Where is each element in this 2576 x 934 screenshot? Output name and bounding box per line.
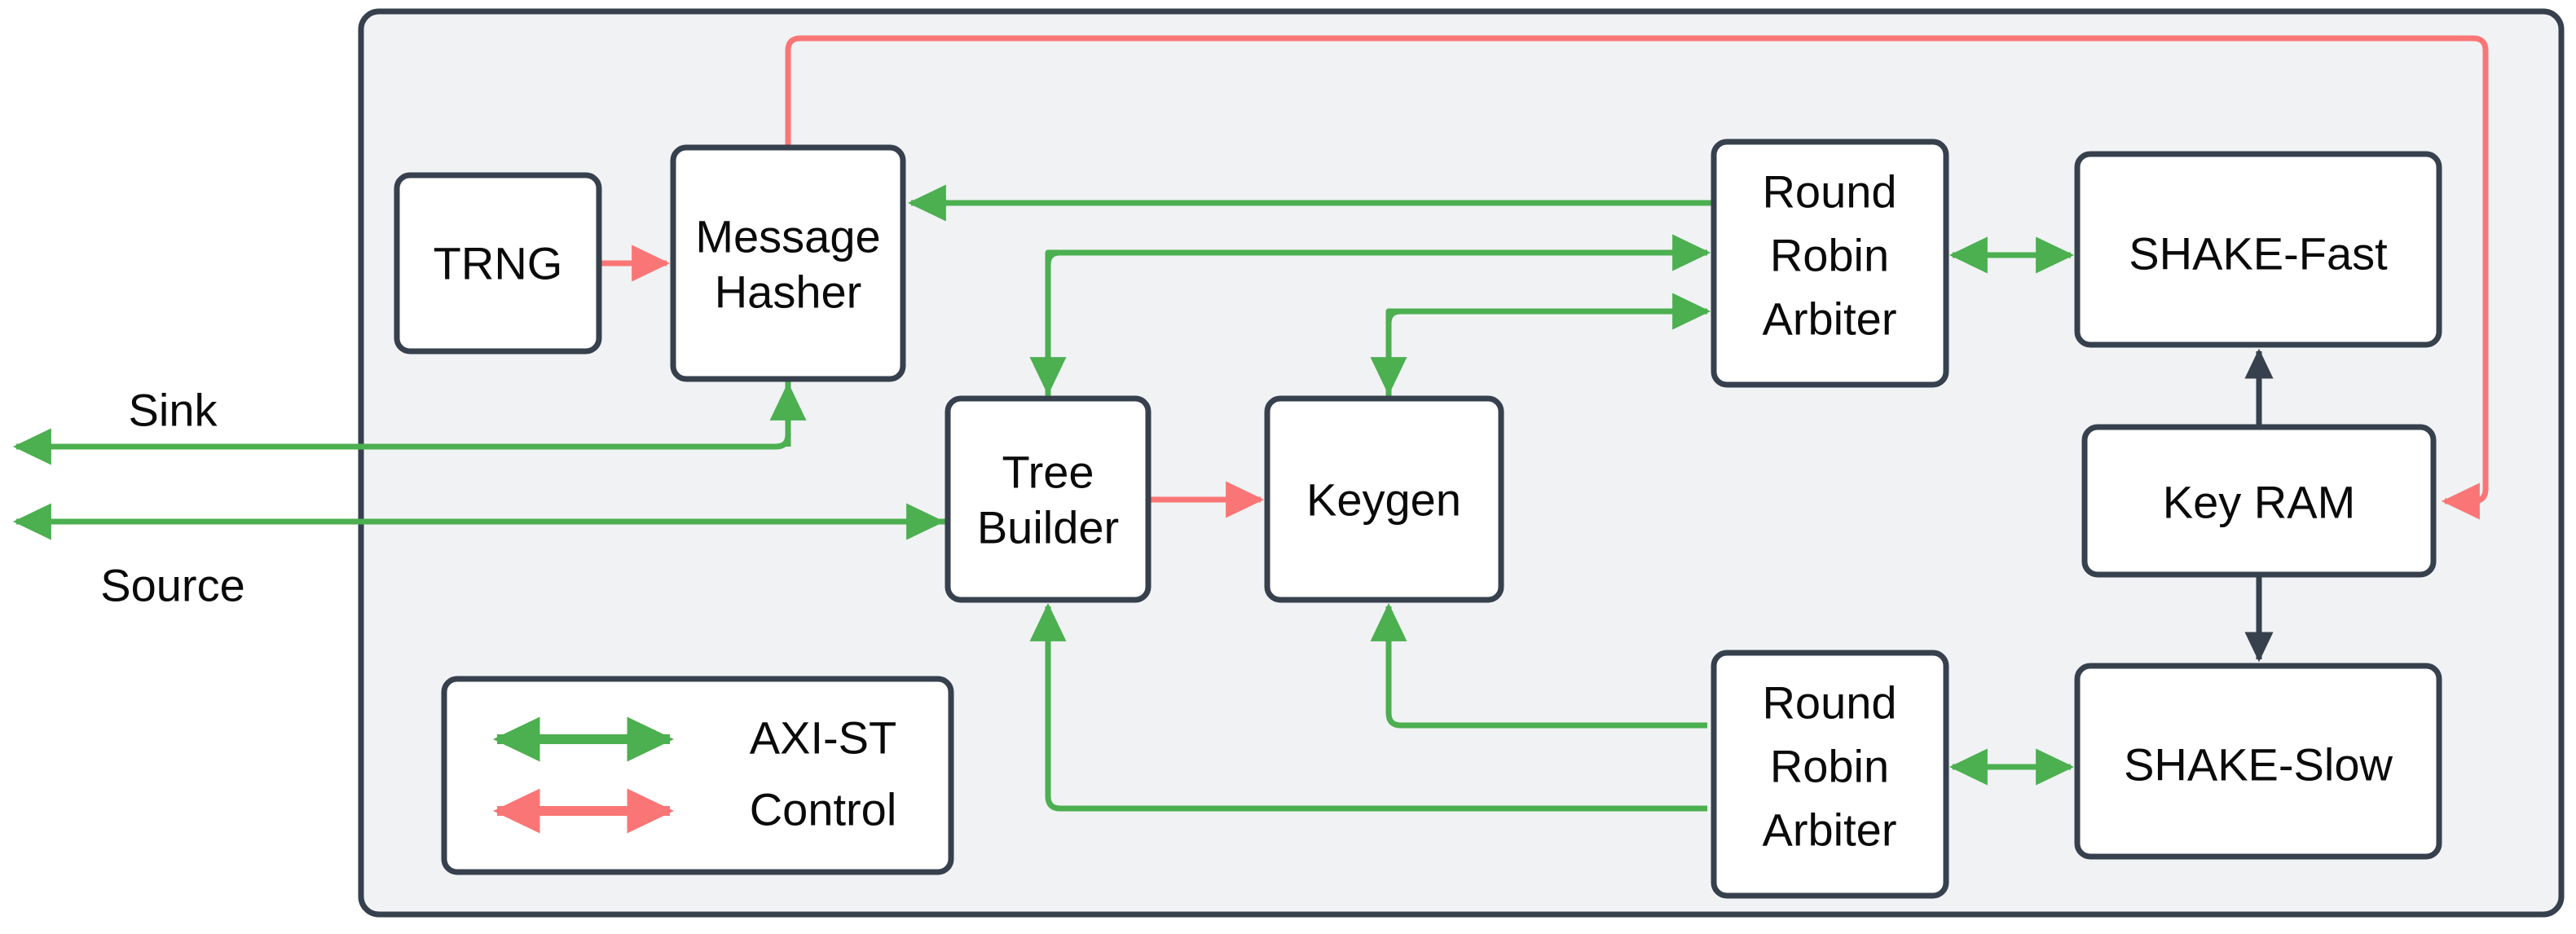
node-arbiter-top-label-line3: Arbiter <box>1763 293 1897 345</box>
node-arbiter-top[interactable]: Round Robin Arbiter <box>1711 139 1949 388</box>
edge-arbiter-bottom-to-keygen <box>1370 602 1707 729</box>
node-trng-label: TRNG <box>434 238 563 289</box>
node-tree-builder-label-line2: Builder <box>977 502 1119 553</box>
node-tree-builder[interactable]: Tree Builder <box>945 395 1151 603</box>
node-key-ram[interactable]: Key RAM <box>2081 424 2437 578</box>
node-keygen-label: Keygen <box>1306 474 1461 526</box>
edge-arbiter-bottom-to-tree-builder <box>1029 602 1707 812</box>
node-shake-fast-label: SHAKE-Fast <box>2129 228 2388 280</box>
node-tree-builder-label-line1: Tree <box>1002 447 1094 498</box>
legend-label-control: Control <box>750 784 897 835</box>
node-keygen[interactable]: Keygen <box>1264 395 1504 603</box>
node-shake-fast[interactable]: SHAKE-Fast <box>2074 151 2442 348</box>
port-label-source: Source <box>100 560 244 611</box>
edge-message-hasher-to-key-ram <box>785 35 2489 520</box>
node-shake-slow-label: SHAKE-Slow <box>2124 739 2393 791</box>
node-message-hasher-label-line1: Message <box>695 211 880 262</box>
port-label-sink: Sink <box>129 385 218 436</box>
node-message-hasher[interactable]: Message Hasher <box>670 144 906 382</box>
node-arbiter-top-label-line1: Round <box>1762 166 1896 218</box>
node-arbiter-top-label-line2: Robin <box>1770 230 1889 281</box>
node-message-hasher-label-line2: Hasher <box>715 267 862 318</box>
node-trng[interactable]: TRNG <box>394 172 602 355</box>
edge-arbiter-top-to-keygen <box>1370 308 1407 396</box>
node-key-ram-label: Key RAM <box>2163 477 2356 528</box>
node-arbiter-bottom-label-line1: Round <box>1762 677 1896 729</box>
node-shake-slow[interactable]: SHAKE-Slow <box>2074 663 2442 860</box>
legend-label-axi-st: AXI-ST <box>750 712 896 764</box>
node-arbiter-bottom-label-line3: Arbiter <box>1763 804 1897 856</box>
node-arbiter-bottom-label-line2: Robin <box>1770 741 1889 792</box>
edge-arbiter-top-to-tree-builder <box>1029 249 1067 396</box>
node-arbiter-bottom[interactable]: Round Robin Arbiter <box>1711 650 1949 899</box>
edge-type-legend: AXI-ST Control <box>441 676 954 875</box>
